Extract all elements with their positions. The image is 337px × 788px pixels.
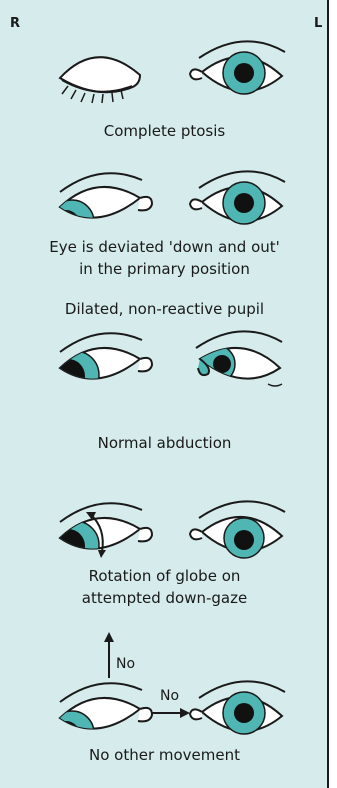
caption-complete-ptosis: Complete ptosis (0, 120, 329, 142)
left-eye-normal (190, 681, 285, 734)
caption-deviated-line2: in the primary position (0, 258, 329, 280)
row-no-movement: No No (50, 632, 285, 755)
row-down-and-out (50, 171, 285, 244)
caption-deviated-line1: Eye is deviated 'down and out' (0, 236, 329, 258)
no-upgaze-label: No (116, 656, 135, 672)
no-adduction-label: No (160, 688, 179, 704)
caption-normal-abduction: Normal abduction (0, 432, 329, 454)
caption-no-other-movement: No other movement (0, 744, 329, 766)
eye-illustrations: No No (0, 0, 329, 788)
left-eye-abducted (196, 331, 282, 386)
row-abduction (51, 331, 282, 399)
right-eye-rotating (51, 512, 152, 569)
right-arrow-icon (152, 708, 190, 718)
left-eye-normal (190, 171, 285, 224)
up-arrow-icon (104, 632, 114, 678)
caption-rotation-line1: Rotation of globe on (0, 565, 329, 587)
left-eye-normal (190, 41, 285, 94)
caption-dilated-pupil: Dilated, non-reactive pupil (0, 298, 329, 320)
left-eye-down-gaze (190, 501, 285, 558)
caption-rotation-line2: attempted down-gaze (0, 587, 329, 609)
row-ptosis (60, 41, 285, 103)
diagram-panel: R L (0, 0, 329, 788)
right-eye-closed (60, 57, 140, 103)
row-rotation (51, 501, 285, 569)
right-eye-abducted (51, 348, 152, 399)
